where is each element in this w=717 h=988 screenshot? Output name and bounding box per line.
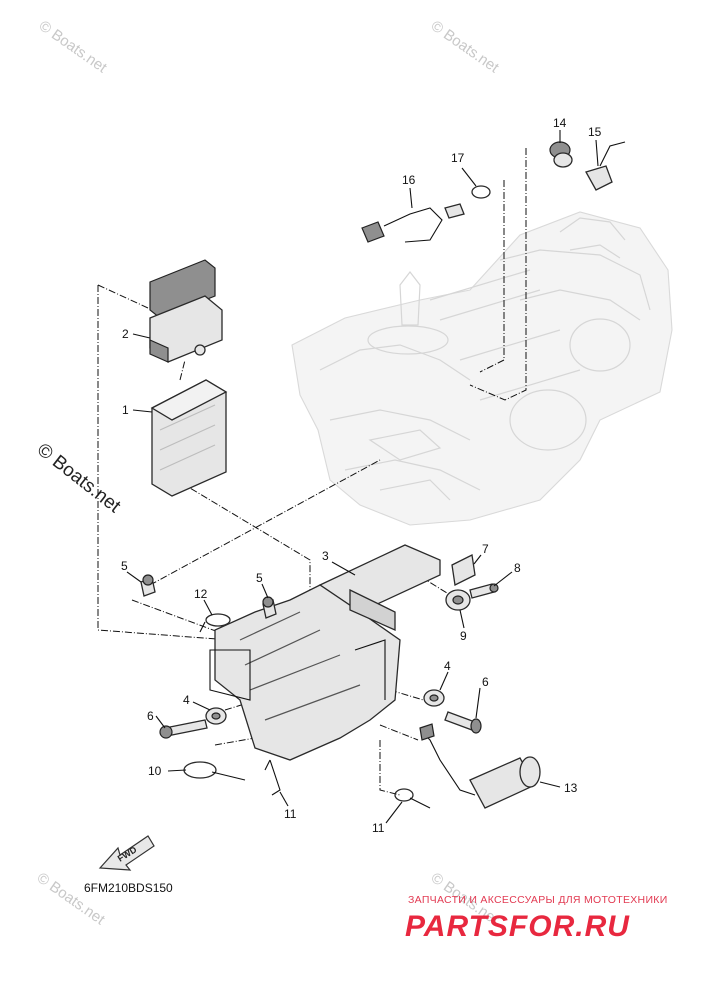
o-ring-17[interactable] bbox=[471, 185, 491, 199]
callout-14: 14 bbox=[553, 116, 567, 130]
callout-8: 8 bbox=[514, 561, 521, 575]
electrical-bracket[interactable] bbox=[209, 544, 441, 761]
shop-tagline: ЗАПЧАСТИ И АКСЕССУАРЫ ДЛЯ МОТОТЕХНИКИ bbox=[408, 894, 668, 906]
callout-6a: 6 bbox=[147, 709, 154, 723]
clip-7[interactable] bbox=[451, 554, 476, 586]
callout-11b: 11 bbox=[372, 821, 385, 835]
callout-4a: 4 bbox=[183, 693, 190, 707]
band-12[interactable] bbox=[199, 613, 231, 633]
cable-tie-11b[interactable] bbox=[394, 788, 431, 809]
cable-tie-11a[interactable] bbox=[264, 759, 281, 796]
sensor-14[interactable] bbox=[549, 141, 573, 168]
callout-3: 3 bbox=[322, 549, 329, 563]
fwd-arrow-icon: FWD bbox=[98, 835, 155, 871]
rectifier-bracket[interactable] bbox=[149, 259, 223, 363]
watermark-top-left: © Boats.net bbox=[36, 17, 111, 76]
watermark-left-big: © Boats.net bbox=[33, 439, 125, 517]
callout-17: 17 bbox=[451, 151, 465, 165]
callout-15: 15 bbox=[588, 125, 602, 139]
callout-12: 12 bbox=[194, 587, 208, 601]
callout-5b: 5 bbox=[256, 571, 263, 585]
callout-5a: 5 bbox=[121, 559, 128, 573]
sensor-9[interactable] bbox=[445, 589, 471, 611]
grommet-4b[interactable] bbox=[423, 689, 445, 707]
grommet-4a[interactable] bbox=[205, 707, 227, 725]
callout-9: 9 bbox=[460, 629, 467, 643]
watermark-bottom-left: © Boats.net bbox=[34, 869, 109, 928]
cable-tie-10[interactable] bbox=[183, 761, 246, 781]
cap-15[interactable] bbox=[585, 141, 626, 191]
callout-4b: 4 bbox=[444, 659, 451, 673]
callout-6b: 6 bbox=[482, 675, 489, 689]
ecu-unit[interactable] bbox=[150, 379, 228, 497]
callout-13: 13 bbox=[564, 781, 578, 795]
bolt-6b[interactable] bbox=[444, 711, 482, 734]
bolt-5a[interactable] bbox=[140, 574, 156, 597]
callout-16: 16 bbox=[402, 173, 416, 187]
callout-11a: 11 bbox=[284, 807, 297, 821]
engine-block-ghost bbox=[291, 211, 673, 526]
shop-logo: PARTSFOR.RU bbox=[405, 910, 630, 943]
callout-1: 1 bbox=[122, 403, 129, 417]
bolt-5b[interactable] bbox=[262, 596, 277, 619]
diagram-code: 6FM210BDS150 bbox=[84, 881, 173, 895]
guide-lines bbox=[97, 148, 527, 796]
bolt-6a[interactable] bbox=[159, 719, 208, 739]
screw-8[interactable] bbox=[469, 583, 499, 599]
noise-filter-13[interactable] bbox=[419, 723, 541, 809]
callout-2: 2 bbox=[122, 327, 129, 341]
harness-16[interactable] bbox=[361, 203, 465, 243]
shop-banner: ЗАПЧАСТИ И АКСЕССУАРЫ ДЛЯ МОТОТЕХНИКИ PA… bbox=[405, 894, 668, 943]
callout-7: 7 bbox=[482, 542, 489, 556]
callout-10: 10 bbox=[148, 764, 162, 778]
callout-leaders bbox=[126, 130, 599, 824]
watermark-top-right: © Boats.net bbox=[428, 17, 503, 76]
